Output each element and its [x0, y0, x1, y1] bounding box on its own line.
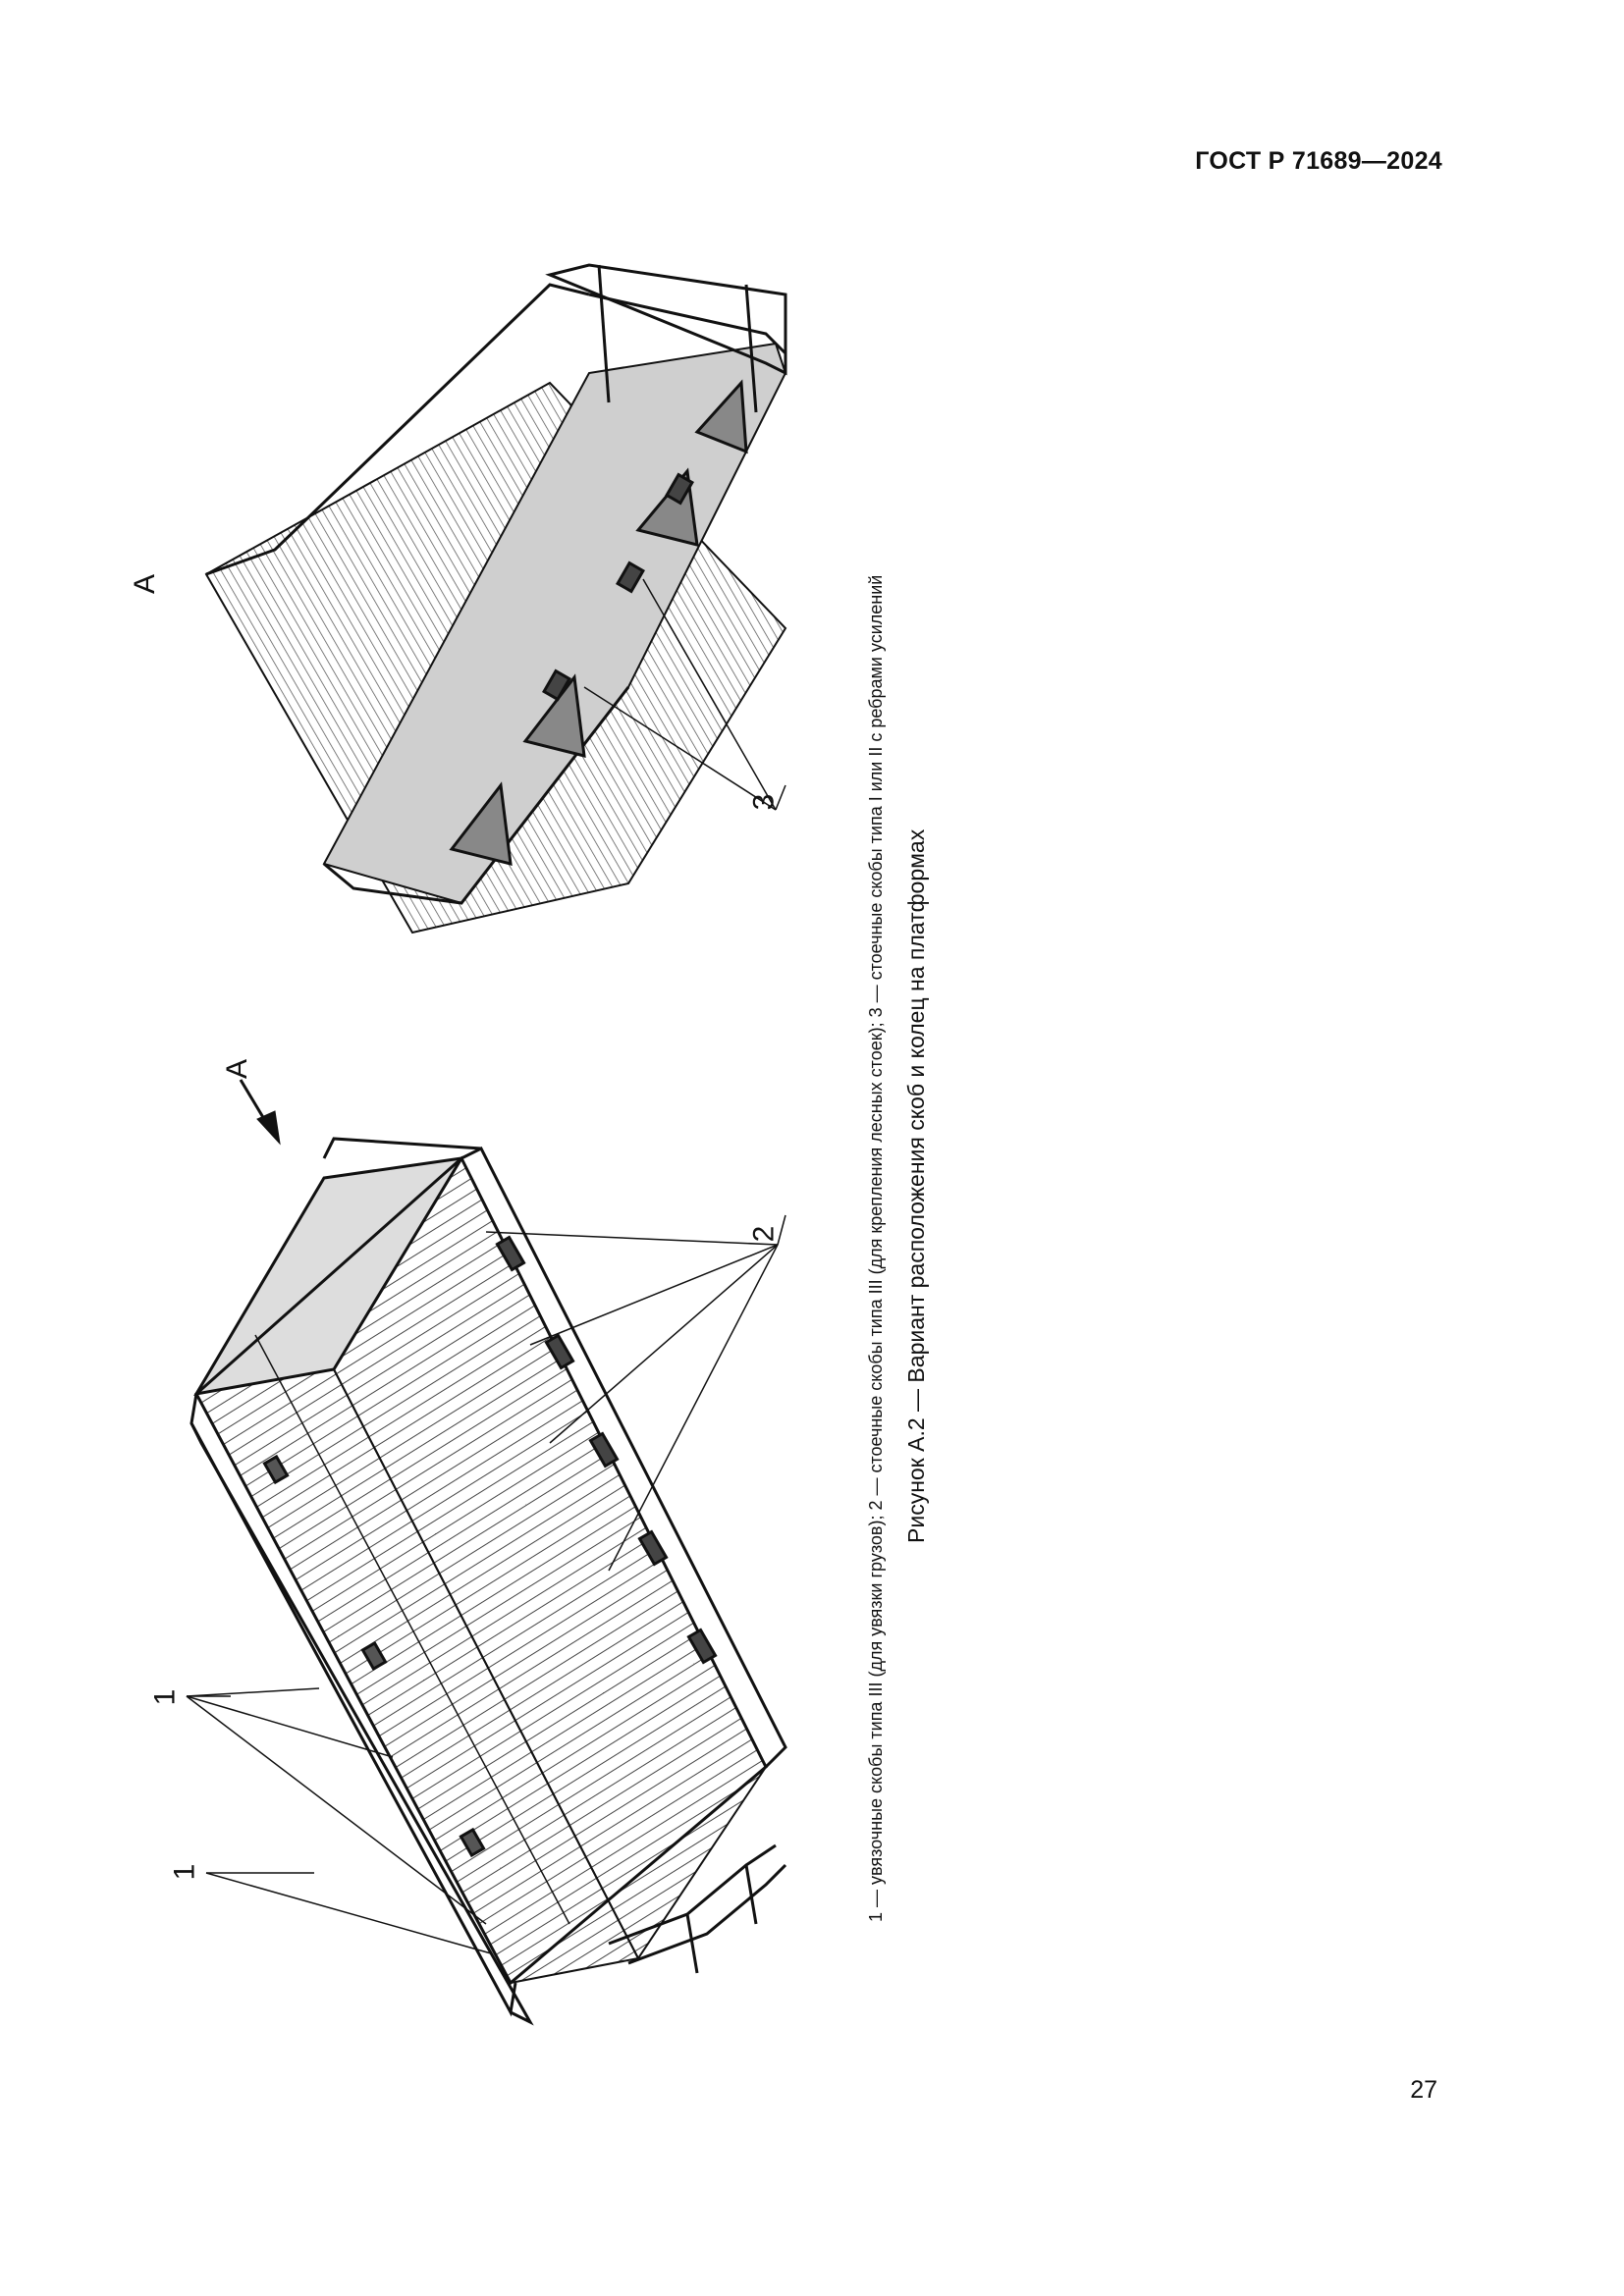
figure-legend: 1 — увязочные скобы типа III (для увязки…	[866, 574, 886, 1922]
callout-2-leaders	[485, 1214, 786, 1572]
callout-1-leaders	[186, 1687, 492, 1954]
platform-overview-drawing	[189, 1137, 787, 2026]
document-header: ГОСТ Р 71689—2024	[1195, 147, 1442, 175]
view-label-overview: А	[221, 1058, 254, 1080]
figure-caption: Рисунок А.2 — Вариант расположения скоб …	[903, 828, 929, 1543]
view-arrow	[239, 1079, 281, 1146]
callout-label-1a: 1	[148, 1688, 182, 1706]
detail-view-a-drawing	[204, 263, 787, 934]
page-number: 27	[1410, 2076, 1437, 2104]
callout-3-leaders	[583, 578, 786, 811]
callout-label-1b: 1	[168, 1863, 201, 1881]
callout-label-3: 3	[747, 793, 781, 811]
view-label-detail: А	[129, 573, 162, 595]
callout-label-2: 2	[747, 1225, 781, 1243]
